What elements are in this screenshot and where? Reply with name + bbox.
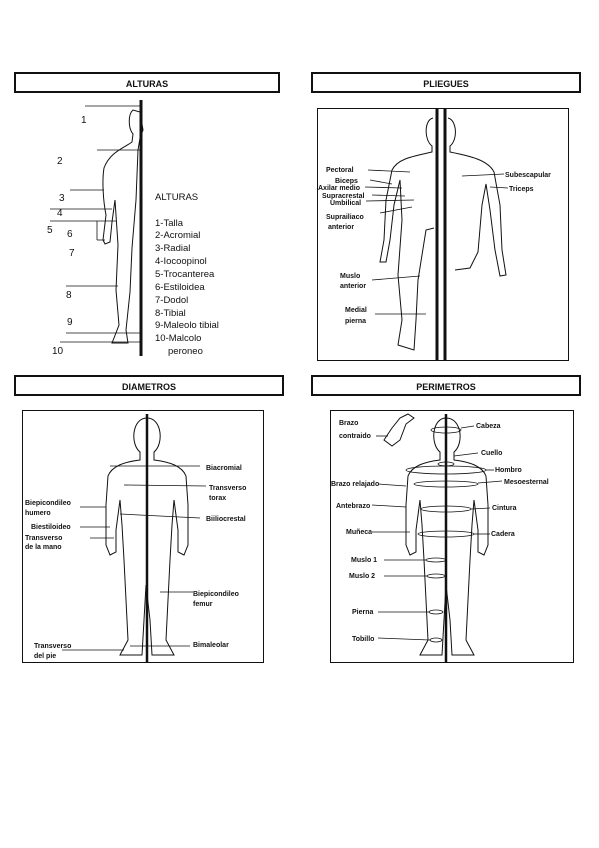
pliegue-label: Triceps [509, 186, 534, 193]
pliegue-label: Pectoral [326, 167, 354, 174]
pliegues-panel [317, 108, 569, 361]
diametros-panel [22, 410, 264, 663]
alturas-list-title: ALTURAS [155, 192, 198, 203]
diametros-header: DIAMETROS [14, 375, 284, 396]
perimetro-label: Antebrazo [336, 503, 370, 510]
pliegue-label: Umbilical [330, 200, 361, 207]
diametro-label: Biepicondileo [25, 500, 71, 507]
pliegue-label: Muslo [340, 273, 360, 280]
pliegue-label: Biceps [335, 178, 358, 185]
altura-number: 2 [57, 156, 63, 167]
perimetro-label: Muslo 1 [351, 557, 377, 564]
altura-number: 8 [66, 290, 72, 301]
altura-number: 9 [67, 317, 73, 328]
perimetro-label: Cintura [492, 505, 517, 512]
altura-number: 3 [59, 193, 65, 204]
alturas-list-item: 8-Tibial [155, 308, 186, 319]
diametro-label: torax [209, 495, 226, 502]
perimetro-label: Cabeza [476, 423, 501, 430]
diametro-label: Bimaleolar [193, 642, 229, 649]
diametro-label: de la mano [25, 544, 62, 551]
perimetro-label: Pierna [352, 609, 374, 616]
alturas-list-item: peroneo [168, 346, 203, 357]
altura-number: 10 [52, 346, 64, 357]
pliegue-label: anterior [328, 224, 354, 231]
altura-number: 7 [69, 248, 75, 259]
perimetros-panel [330, 410, 574, 663]
pliegue-label: Medial [345, 307, 367, 314]
perimetro-label: Hombro [495, 467, 522, 474]
diametro-label: Transverso [209, 485, 246, 492]
alturas-list-item: 6-Estiloidea [155, 282, 205, 293]
alturas-list-item: 3-Radial [155, 243, 190, 254]
diametro-label: humero [25, 510, 51, 517]
alturas-list-item: 10-Malcolo [155, 333, 201, 344]
alturas-list-item: 1-Talla [155, 218, 184, 229]
pliegues-header: PLIEGUES [311, 72, 581, 93]
alturas-list-item: 4-Iocoopinol [155, 256, 207, 267]
altura-number: 6 [67, 229, 73, 240]
alturas-list-item: 5-Trocanterea [155, 269, 215, 280]
perimetro-label: Muslo 2 [349, 573, 375, 580]
diametro-label: del pie [34, 653, 56, 660]
altura-number: 5 [47, 225, 53, 236]
diametro-label: Biacromial [206, 465, 242, 472]
altura-number: 4 [57, 208, 63, 219]
diametro-label: Biepicondileo [193, 591, 239, 598]
alturas-list-item: 9-Maleolo tibial [155, 320, 219, 331]
diametro-label: Biiliocrestal [206, 516, 246, 523]
pliegue-label: Supracrestal [322, 193, 364, 200]
alturas-list-item: 2-Acromial [155, 230, 200, 241]
perimetro-label: Brazo relajado [331, 481, 379, 488]
perimetro-label: contraido [339, 433, 371, 440]
perimetro-label: Mesoesternal [504, 479, 549, 486]
alturas-list-item: 7-Dodol [155, 295, 188, 306]
perimetros-header: PERIMETROS [311, 375, 581, 396]
pliegue-label: Subescapular [505, 172, 551, 179]
diametro-label: femur [193, 601, 213, 608]
pliegue-label: Suprailiaco [326, 214, 364, 221]
perimetro-label: Muñeca [346, 529, 372, 536]
perimetro-label: Tobillo [352, 636, 374, 643]
diametro-label: Transverso [34, 643, 71, 650]
perimetro-label: Brazo [339, 420, 358, 427]
alturas-header: ALTURAS [14, 72, 280, 93]
pliegue-label: pierna [345, 318, 366, 325]
perimetro-label: Cuello [481, 450, 502, 457]
perimetro-label: Cadera [491, 531, 515, 538]
diametro-label: Biestiloideo [31, 524, 71, 531]
pliegue-label: anterior [340, 283, 366, 290]
diametro-label: Transverso [25, 535, 62, 542]
pliegue-label: Axilar medio [318, 185, 360, 192]
altura-number: 1 [81, 115, 87, 126]
